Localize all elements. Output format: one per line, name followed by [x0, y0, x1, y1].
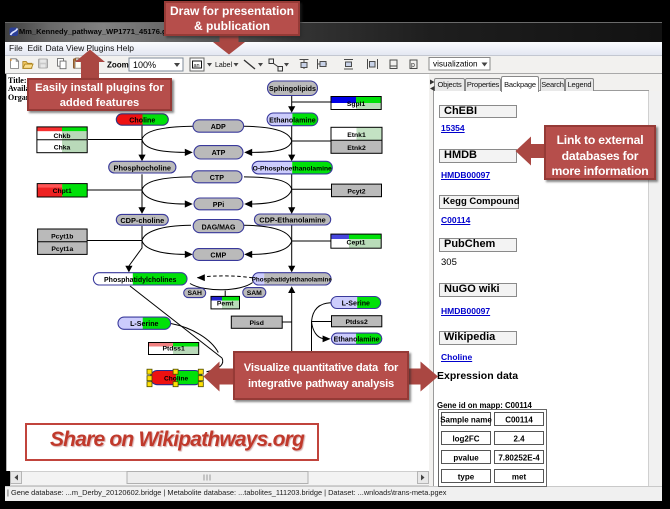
- svg-text:Sgpl1: Sgpl1: [347, 101, 366, 108]
- svg-text:Etnk2: Etnk2: [347, 145, 366, 152]
- svg-text:ATP: ATP: [212, 149, 226, 157]
- svg-text:CDP-choline: CDP-choline: [120, 216, 164, 225]
- svg-text:Ptdss1: Ptdss1: [162, 346, 185, 353]
- svg-text:Choline: Choline: [129, 117, 155, 125]
- svg-text:2.4: 2.4: [513, 435, 525, 444]
- svg-text:Ethanolamine: Ethanolamine: [269, 116, 316, 124]
- svg-text:PPi: PPi: [213, 201, 224, 209]
- svg-text:an: an: [194, 63, 200, 69]
- svg-text:pvalue: pvalue: [453, 454, 479, 463]
- svg-text:SAM: SAM: [247, 290, 262, 297]
- svg-text:Pemt: Pemt: [217, 301, 234, 308]
- svg-text:visualization: visualization: [433, 60, 478, 69]
- svg-text:C00114: C00114: [505, 416, 533, 425]
- svg-text:Zoom:: Zoom:: [107, 61, 131, 70]
- svg-text:Cept1: Cept1: [347, 239, 366, 246]
- svg-text:log2FC: log2FC: [452, 435, 479, 444]
- svg-text:Choline: Choline: [164, 375, 189, 382]
- svg-text:L-Serine: L-Serine: [130, 320, 158, 328]
- svg-text:*: *: [10, 59, 13, 65]
- svg-text:met: met: [512, 473, 527, 482]
- svg-text:Chkb: Chkb: [54, 133, 71, 140]
- svg-text:Phosphatidylethanolamine: Phosphatidylethanolamine: [252, 277, 333, 284]
- svg-text:L-Serine: L-Serine: [342, 299, 370, 307]
- svg-text:Pcyt1a: Pcyt1a: [51, 246, 73, 253]
- svg-text:Pcyt2: Pcyt2: [347, 188, 365, 195]
- svg-text:CTP: CTP: [210, 174, 224, 182]
- svg-text:Ethanolamine: Ethanolamine: [334, 337, 380, 344]
- svg-text:ADP: ADP: [211, 123, 226, 131]
- svg-text:O-Phosphoethanolamine: O-Phosphoethanolamine: [253, 165, 332, 172]
- svg-text:Chpt1: Chpt1: [53, 188, 72, 195]
- svg-text:100%: 100%: [133, 60, 156, 70]
- svg-text:p: p: [411, 62, 415, 69]
- svg-text:CMP: CMP: [210, 252, 226, 260]
- svg-text:Sphingolipids: Sphingolipids: [269, 85, 316, 93]
- svg-text:SAH: SAH: [188, 290, 202, 297]
- svg-text:Pcyt1b: Pcyt1b: [51, 234, 73, 241]
- svg-text:Ptdss2: Ptdss2: [345, 319, 368, 326]
- svg-text:DAG/MAG: DAG/MAG: [202, 224, 236, 231]
- svg-text:type: type: [458, 473, 475, 482]
- svg-text:Chka: Chka: [54, 144, 71, 151]
- svg-text:7.80252E-4: 7.80252E-4: [498, 454, 540, 463]
- svg-text:Pisd: Pisd: [250, 320, 264, 327]
- svg-text:Sample name: Sample name: [440, 416, 492, 425]
- svg-text:Label: Label: [215, 62, 233, 69]
- svg-text:Phosphatidylcholines: Phosphatidylcholines: [104, 277, 176, 284]
- svg-text:Etnk1: Etnk1: [347, 132, 366, 139]
- svg-text:Phosphocholine: Phosphocholine: [114, 163, 171, 172]
- svg-text:CDP-Ethanolamine: CDP-Ethanolamine: [259, 216, 326, 225]
